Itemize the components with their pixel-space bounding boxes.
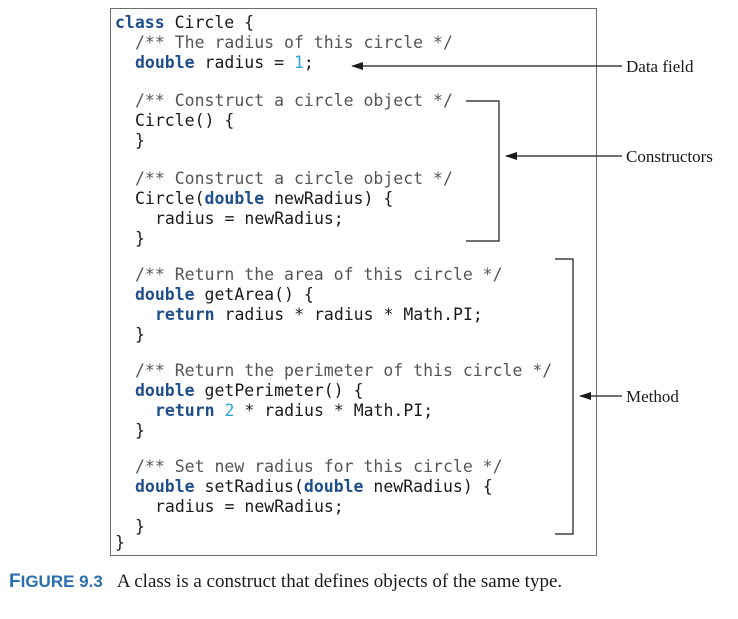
code-comment-radius: /** The radius of this circle */ (135, 33, 453, 52)
data-field-label: Data field (626, 57, 694, 76)
code-line-close-brace: } (135, 325, 145, 344)
code-line-close-brace: } (135, 131, 145, 150)
code-listing-box: class Circle { /** The radius of this ci… (110, 8, 597, 556)
code-comment-get-perimeter: /** Return the perimeter of this circle … (135, 361, 553, 380)
figure-number: FIGURE 9.3 (9, 571, 103, 592)
code-line-assign-radius: radius = newRadius; (155, 209, 344, 228)
code-line-return-perimeter: return 2 * radius * Math.PI; (155, 401, 434, 420)
method-label: Method (626, 387, 679, 406)
code-line-close-brace: } (135, 517, 145, 536)
constructors-bracket (466, 100, 500, 242)
code-line-close-brace: } (135, 421, 145, 440)
code-line-close-brace: } (135, 229, 145, 248)
code-comment-set-radius: /** Set new radius for this circle */ (135, 457, 503, 476)
code-line-class-close-brace: } (115, 533, 125, 552)
method-bracket (555, 258, 574, 535)
code-line-constructor-default: Circle() { (135, 111, 235, 130)
code-comment-constructor-default: /** Construct a circle object */ (135, 91, 453, 110)
code-comment-get-area: /** Return the area of this circle */ (135, 265, 503, 284)
figure-caption: FIGURE 9.3 A class is a construct that de… (9, 571, 562, 593)
code-line-assign-radius: radius = newRadius; (155, 497, 344, 516)
code-line-set-radius: double setRadius(double newRadius) { (135, 477, 493, 496)
code-line-get-perimeter: double getPerimeter() { (135, 381, 364, 400)
constructors-label: Constructors (626, 147, 713, 166)
code-comment-constructor-param: /** Construct a circle object */ (135, 169, 453, 188)
code-line-get-area: double getArea() { (135, 285, 314, 304)
code-line-return-area: return radius * radius * Math.PI; (155, 305, 483, 324)
code-line-class-declaration: class Circle { (115, 13, 255, 32)
code-line-radius-field: double radius = 1; (135, 53, 314, 72)
caption-text: A class is a construct that defines obje… (116, 571, 563, 592)
code-line-constructor-param: Circle(double newRadius) { (135, 189, 394, 208)
